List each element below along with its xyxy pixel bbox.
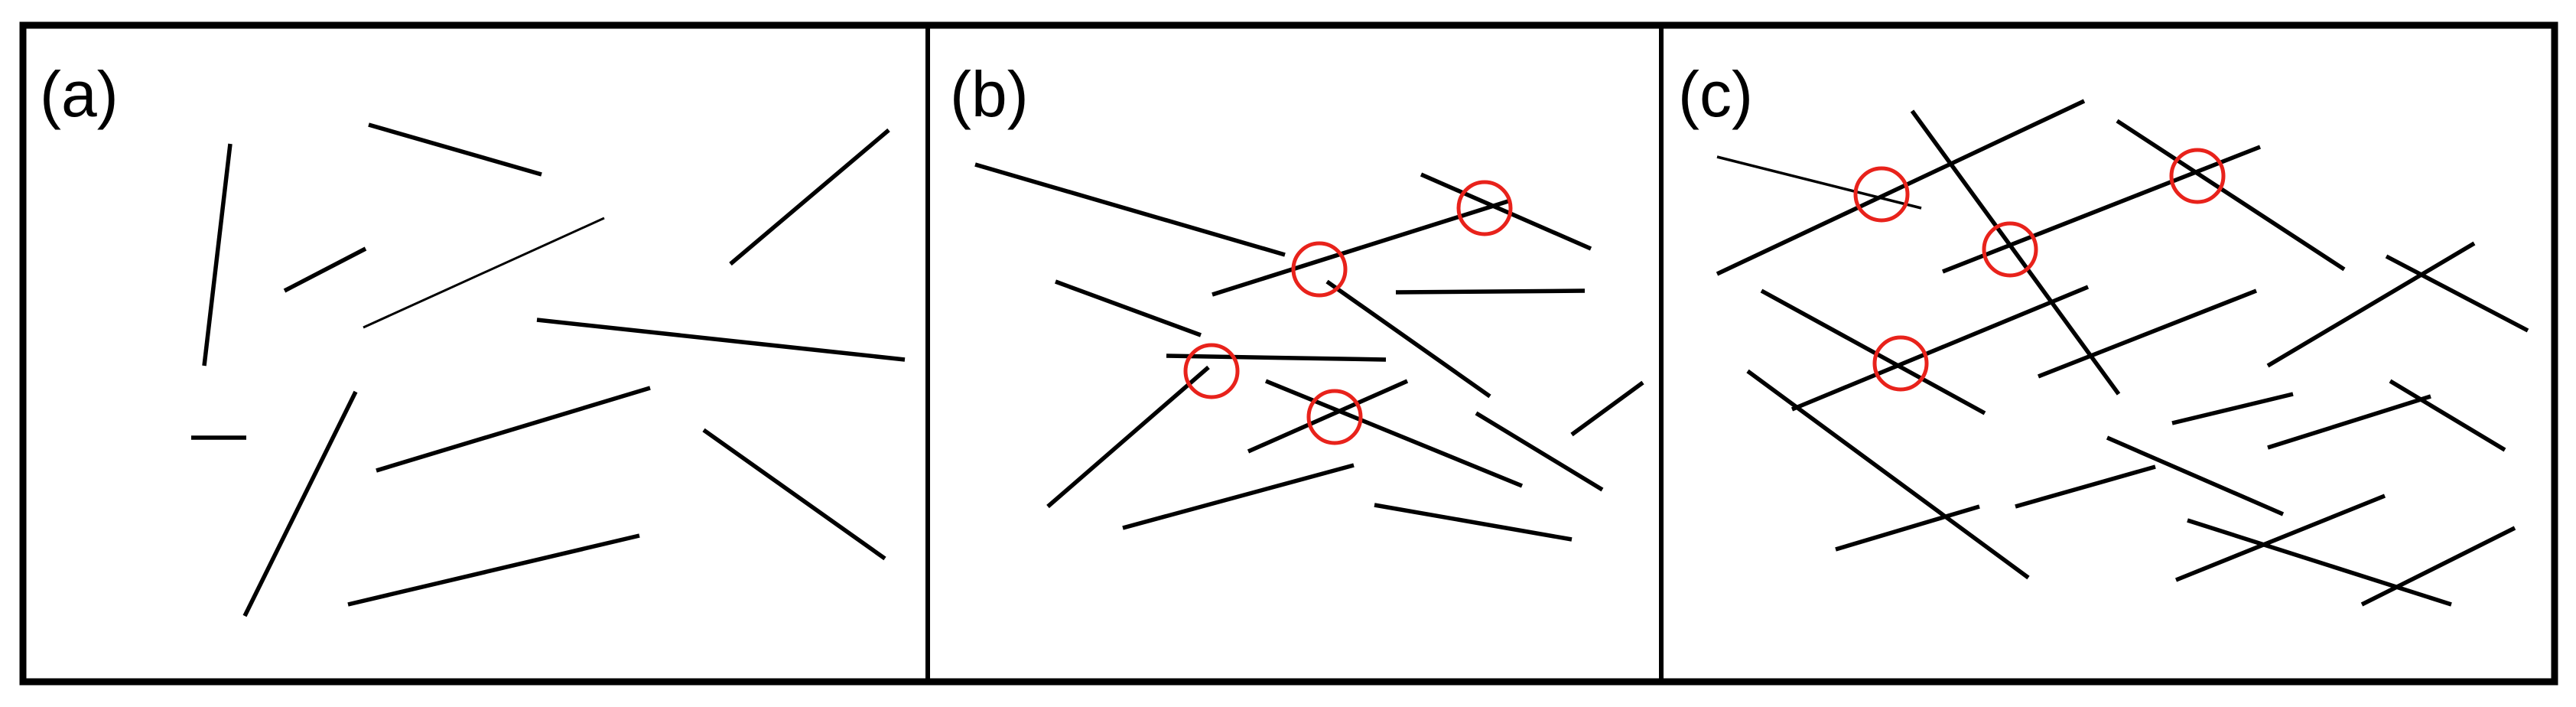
- stick: [1122, 463, 1355, 530]
- stick: [702, 428, 886, 561]
- panel-a-label: (a): [40, 58, 119, 130]
- stick: [1760, 288, 1986, 415]
- stick: [2360, 526, 2516, 607]
- stick: [376, 386, 651, 473]
- stick: [1941, 145, 2262, 274]
- stick: [2037, 288, 2258, 379]
- panel-c-label: (c): [1678, 58, 1753, 130]
- stick: [283, 246, 367, 293]
- junction-marker: [1291, 241, 1348, 298]
- stick: [2389, 379, 2506, 452]
- stick: [2267, 394, 2431, 450]
- stick: [2174, 494, 2386, 582]
- stick: [363, 217, 605, 329]
- stick: [1835, 504, 1980, 552]
- stick: [729, 128, 890, 266]
- stick: [2015, 464, 2156, 509]
- panel-b-sticks: [974, 162, 1644, 542]
- stick: [1264, 379, 1524, 488]
- stick: [368, 122, 542, 177]
- panel-b-label: (b): [950, 58, 1029, 130]
- stick: [2116, 119, 2346, 272]
- stick: [202, 143, 233, 367]
- stick: [1475, 411, 1604, 492]
- stick: [2266, 241, 2476, 368]
- panel-c-sticks: [1716, 99, 2529, 607]
- stick: [1420, 172, 1592, 251]
- stick: [347, 533, 640, 607]
- stick: [1046, 365, 1210, 509]
- panel-b-junction-markers: [1183, 180, 1513, 445]
- stick: [536, 318, 906, 362]
- stick: [2106, 435, 2285, 516]
- stick: [1247, 379, 1409, 454]
- stick: [1374, 503, 1573, 542]
- stick: [1570, 380, 1644, 437]
- junction-marker: [1982, 221, 2038, 278]
- stick: [2171, 392, 2294, 425]
- stick: [1716, 155, 1922, 210]
- panel-a-sticks: [191, 122, 906, 617]
- stick: [2385, 254, 2529, 333]
- stick: [1055, 279, 1202, 337]
- stick: [1395, 288, 1586, 295]
- stick: [1791, 285, 2090, 412]
- junction-marker: [1306, 389, 1363, 445]
- stick: [1325, 279, 1491, 399]
- stick: [1910, 109, 2121, 396]
- junction-marker: [1456, 180, 1513, 236]
- stick: [1716, 99, 2086, 276]
- figure-frame: [19, 21, 2558, 686]
- stick: [242, 390, 358, 617]
- panel-c-junction-markers: [1853, 148, 2226, 392]
- junction-marker: [2169, 148, 2226, 204]
- stick: [1746, 369, 2030, 580]
- junction-marker: [1183, 343, 1240, 399]
- stick: [974, 162, 1286, 257]
- junction-marker: [1853, 166, 1910, 223]
- stick: [1166, 354, 1387, 362]
- stick: [2187, 518, 2452, 607]
- junction-marker: [1872, 335, 1929, 392]
